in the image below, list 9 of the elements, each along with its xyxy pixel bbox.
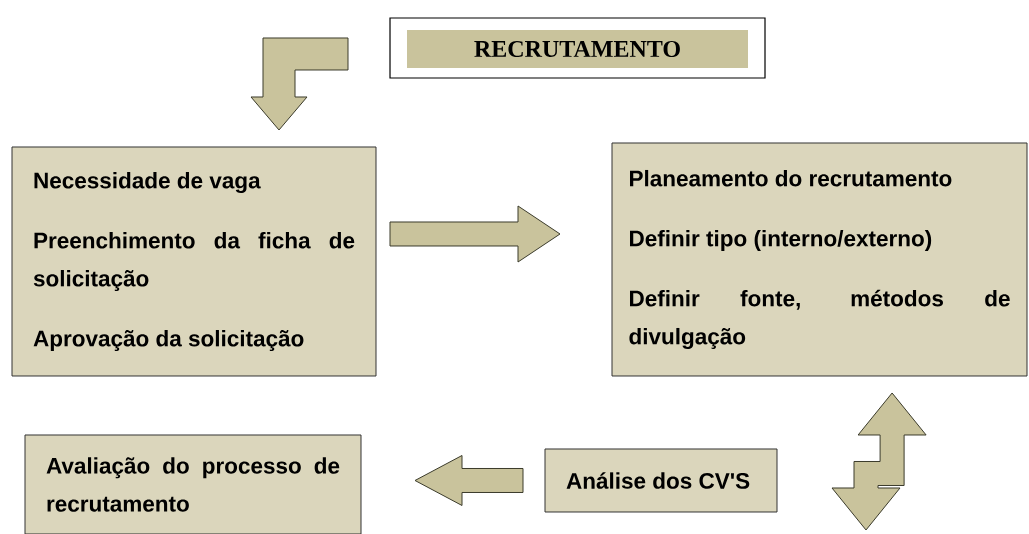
process-box: Necessidade de vaga Preenchimento da ficha de solicitação Aprovação da solicitação [11, 146, 377, 377]
title-box: RECRUTAMENTO [389, 17, 766, 79]
process-box: Análise dos CV'S [544, 448, 778, 513]
process-box: Planeamento do recrutamento Definir tipo (interno/externo) Definir fonte, métodos de divulgação [611, 142, 1028, 377]
process-box: Avaliação do processo de recrutamento [24, 434, 362, 534]
block-arrow [831, 392, 927, 531]
block-arrow [414, 455, 524, 506]
block-arrow [389, 205, 561, 263]
block-arrow [250, 37, 349, 131]
